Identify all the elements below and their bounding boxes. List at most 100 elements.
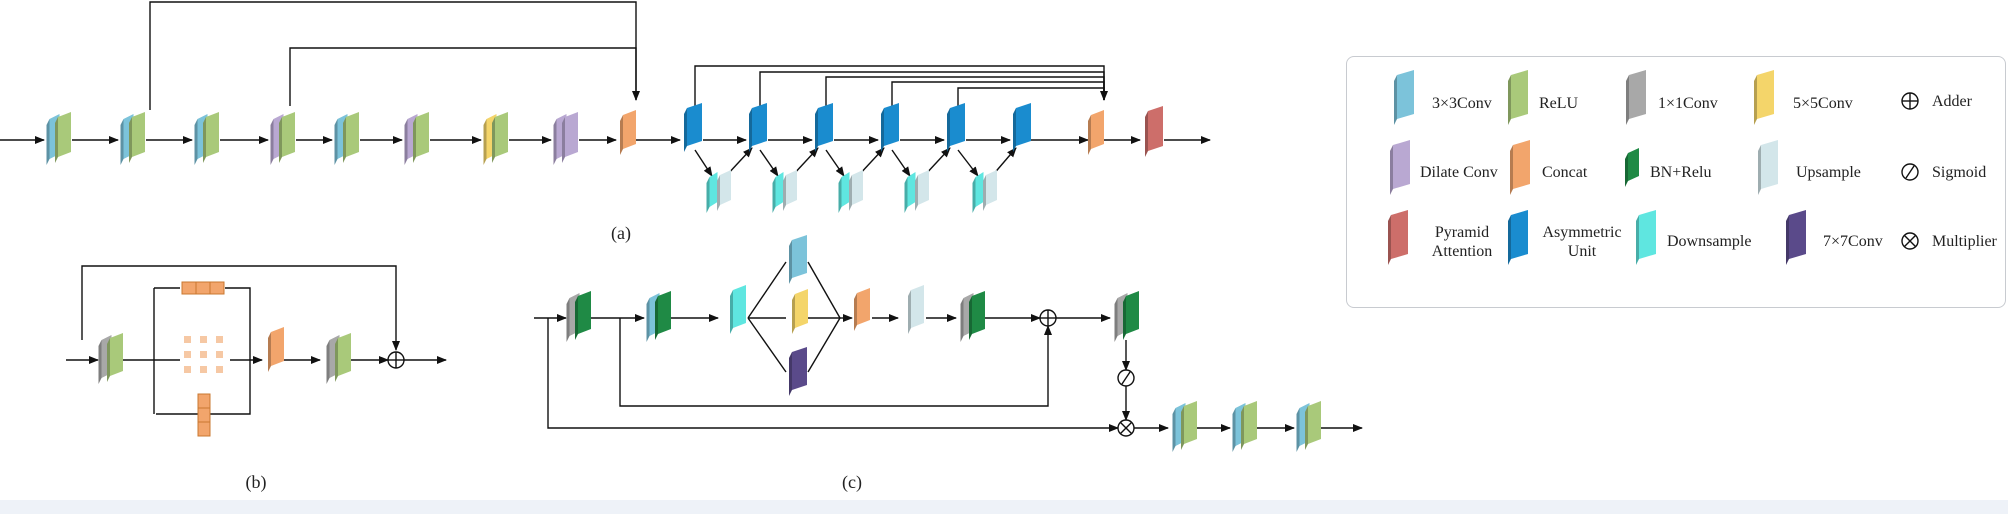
upsample-slab bbox=[849, 170, 863, 211]
legend-swatch-downsample bbox=[1636, 210, 1656, 265]
c-concat bbox=[854, 288, 870, 331]
downsample-slab bbox=[838, 172, 850, 213]
legend-label-relu: ReLU bbox=[1539, 95, 1579, 112]
b-kernel-horizontal-cell bbox=[195, 281, 211, 295]
legend-label-conv5: 5×5Conv bbox=[1793, 95, 1853, 112]
relu-slab bbox=[413, 112, 429, 163]
c-skip-input bbox=[547, 318, 1119, 432]
a-concat-1 bbox=[620, 110, 636, 155]
relu-slab bbox=[107, 333, 123, 382]
b-concat bbox=[268, 327, 284, 372]
legend-swatch-upsample bbox=[1758, 140, 1778, 195]
legend-swatch-relu bbox=[1508, 70, 1528, 125]
down-up-pair-4 bbox=[904, 170, 929, 213]
legend-label-multiplier: Multiplier bbox=[1932, 233, 1997, 250]
c-out-1 bbox=[1172, 401, 1197, 452]
bnrelu-slab bbox=[1123, 291, 1139, 340]
relu-slab bbox=[203, 112, 219, 163]
legend-label-downsample: Downsample bbox=[1667, 233, 1752, 250]
relu-slab bbox=[1181, 401, 1197, 450]
b-block-1 bbox=[98, 333, 123, 384]
c-downsample bbox=[730, 285, 746, 334]
skip-top-2 bbox=[289, 47, 637, 106]
upsample-slab bbox=[717, 170, 731, 211]
legend-adder-icon bbox=[1901, 92, 1919, 110]
legend-label-concat: Concat bbox=[1542, 164, 1588, 181]
c-branch-3x3 bbox=[789, 235, 807, 284]
connector bbox=[807, 261, 841, 319]
a-down-arrow-4 bbox=[891, 149, 911, 177]
legend-swatch-conv5 bbox=[1754, 70, 1774, 125]
bnrelu-slab bbox=[575, 291, 591, 340]
a-block-1 bbox=[46, 112, 71, 165]
downsample-slab bbox=[904, 172, 916, 213]
asym-unit-4 bbox=[881, 103, 899, 152]
a-block-7 bbox=[483, 112, 508, 165]
relu-slab bbox=[129, 112, 145, 163]
a-block-6 bbox=[404, 112, 429, 165]
b-dilated-cell bbox=[184, 366, 191, 373]
dense-skip-5 bbox=[957, 87, 1105, 110]
skip-top-1 bbox=[149, 1, 640, 110]
c-sigmoid bbox=[1117, 369, 1135, 387]
a-block-2 bbox=[120, 112, 145, 165]
a-block-8 bbox=[553, 112, 578, 165]
c-block-4 bbox=[1114, 291, 1139, 342]
c-residual bbox=[619, 318, 1052, 407]
legend-swatch-pyramid bbox=[1388, 210, 1408, 265]
b-dilated-cell bbox=[216, 366, 223, 373]
legend-label-sigmoid: Sigmoid bbox=[1932, 164, 1987, 181]
down-up-pair-5 bbox=[972, 170, 997, 213]
b-kernel-vertical-cell bbox=[197, 393, 211, 409]
relu-slab bbox=[343, 112, 359, 163]
c-out-2 bbox=[1232, 401, 1257, 452]
a-block-4 bbox=[270, 112, 295, 165]
connector bbox=[807, 317, 841, 373]
connector bbox=[747, 317, 787, 373]
a-down-arrow-5 bbox=[957, 149, 979, 177]
legend-label-pyramid: Pyramid Attention bbox=[1431, 224, 1493, 260]
asym-unit-5 bbox=[947, 103, 965, 152]
c-branch-7x7 bbox=[789, 347, 807, 396]
legend-label-dilate: Dilate Conv bbox=[1420, 164, 1498, 181]
caption-b: (b) bbox=[245, 472, 267, 492]
b-dilated-cell bbox=[216, 336, 223, 343]
connector bbox=[747, 261, 787, 319]
a-concat-2 bbox=[1088, 110, 1104, 155]
down-up-pair-1 bbox=[706, 170, 731, 213]
dilate-slab bbox=[562, 112, 578, 163]
legend-swatch-conv7 bbox=[1786, 210, 1806, 265]
a-block-5 bbox=[334, 112, 359, 165]
bnrelu-slab bbox=[969, 291, 985, 340]
c-block-3 bbox=[960, 291, 985, 342]
c-out-3 bbox=[1296, 401, 1321, 452]
upsample-slab bbox=[983, 170, 997, 211]
caption-a: (a) bbox=[611, 223, 631, 243]
a-down-arrow-1 bbox=[694, 149, 713, 177]
legend-swatch-conv3 bbox=[1394, 70, 1414, 125]
legend-label-bnrelu: BN+Relu bbox=[1650, 164, 1712, 181]
c-multiplier bbox=[1117, 419, 1135, 437]
downsample-slab bbox=[972, 172, 984, 213]
asym-unit-3 bbox=[815, 103, 833, 152]
upsample-slab bbox=[783, 170, 797, 211]
legend-label-conv7: 7×7Conv bbox=[1823, 233, 1883, 250]
relu-slab bbox=[492, 112, 508, 163]
downsample-slab bbox=[706, 172, 718, 213]
a-pyramid-attention bbox=[1145, 106, 1163, 157]
a-down-arrow-3 bbox=[825, 149, 845, 177]
b-adder bbox=[387, 351, 405, 369]
legend-label-conv1: 1×1Conv bbox=[1658, 95, 1718, 112]
downsample-slab bbox=[772, 172, 784, 213]
down-up-pair-2 bbox=[772, 170, 797, 213]
b-dilated-cell bbox=[200, 366, 207, 373]
relu-slab bbox=[1241, 401, 1257, 450]
legend-swatch-bnrelu bbox=[1625, 148, 1639, 187]
b-residual bbox=[81, 265, 400, 351]
legend-multiplier-icon bbox=[1901, 232, 1919, 250]
relu-slab bbox=[1305, 401, 1321, 450]
b-kernel-vertical-cell bbox=[197, 421, 211, 437]
c-adder bbox=[1039, 309, 1057, 327]
c-branch-5x5 bbox=[792, 289, 808, 334]
